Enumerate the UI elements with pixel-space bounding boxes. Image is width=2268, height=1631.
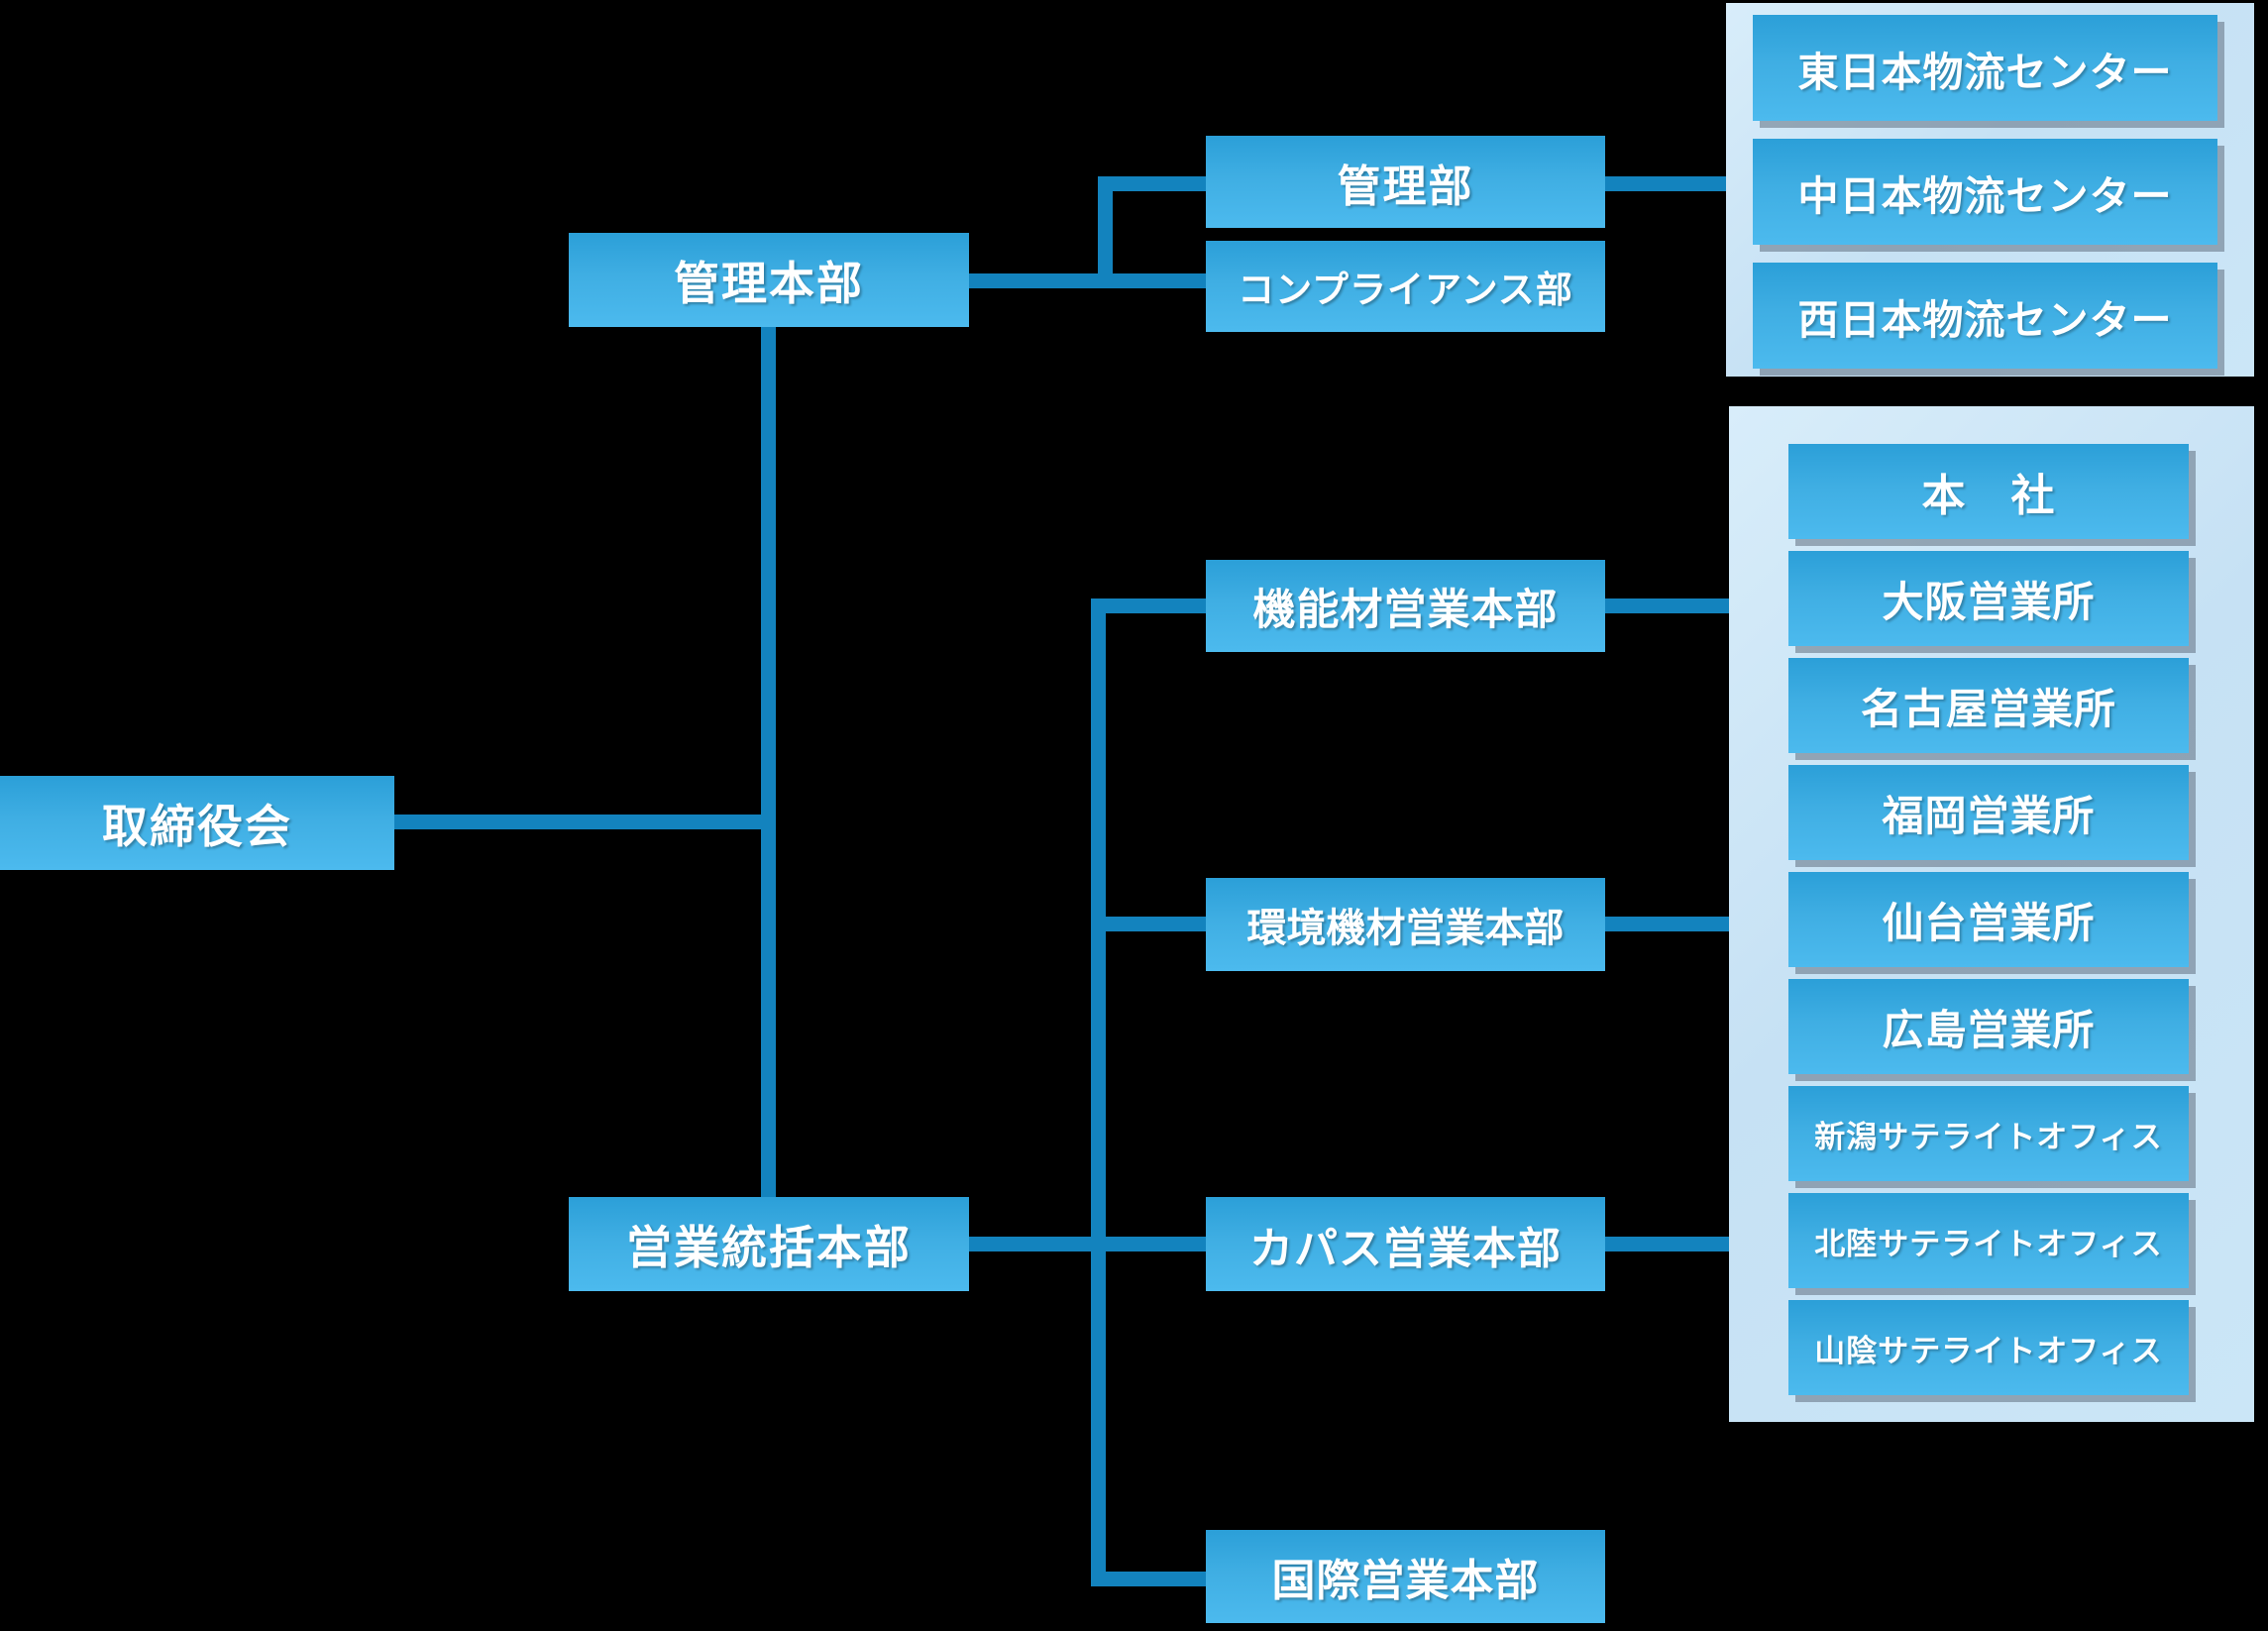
node-label: 国際営業本部 bbox=[1271, 1557, 1540, 1605]
connector-adminhq-to-compliance bbox=[969, 273, 1206, 288]
connector-trunk-admin-sales bbox=[761, 327, 776, 1197]
node-label: 環境機材営業本部 bbox=[1246, 907, 1565, 950]
office-label: 広島営業所 bbox=[1882, 1006, 2096, 1053]
office-item: 福岡営業所 bbox=[1788, 765, 2189, 860]
node-label: 管理部 bbox=[1337, 162, 1474, 211]
office-item: 本 社 bbox=[1788, 444, 2189, 539]
connector-saleshq-to-capas bbox=[969, 1237, 1206, 1251]
office-item: 山陰サテライトオフィス bbox=[1788, 1300, 2189, 1395]
connector-stub-admindept bbox=[1113, 176, 1206, 191]
office-label: 本 社 bbox=[1921, 472, 2056, 520]
connector-capas-to-offices-panel bbox=[1605, 1237, 1729, 1251]
offices-panel: 本 社 大阪営業所 名古屋営業所 福岡営業所 仙台営業所 広島営業所 新潟サテラ… bbox=[1729, 406, 2254, 1422]
connector-functional-to-offices-panel bbox=[1605, 598, 1729, 613]
logistics-center-item: 西日本物流センター bbox=[1753, 263, 2217, 369]
node-admin-headquarters: 管理本部 bbox=[569, 233, 969, 327]
connector-admin-branch-vertical bbox=[1098, 176, 1113, 288]
office-label: 名古屋営業所 bbox=[1860, 685, 2116, 732]
node-label: カパス営業本部 bbox=[1249, 1224, 1562, 1273]
logistics-center-item: 東日本物流センター bbox=[1753, 15, 2217, 121]
connector-board-to-trunk bbox=[394, 815, 769, 829]
office-item: 広島営業所 bbox=[1788, 979, 2189, 1074]
logistics-center-label: 東日本物流センター bbox=[1797, 49, 2173, 95]
office-label: 北陸サテライトオフィス bbox=[1814, 1226, 2163, 1261]
node-label: コンプライアンス部 bbox=[1238, 270, 1573, 310]
node-label: 取締役会 bbox=[102, 800, 292, 852]
node-board-of-directors: 取締役会 bbox=[0, 776, 394, 870]
node-label: 管理本部 bbox=[674, 257, 864, 309]
office-item: 仙台営業所 bbox=[1788, 872, 2189, 967]
office-label: 山陰サテライトオフィス bbox=[1814, 1333, 2163, 1368]
connector-environmental-to-offices-panel bbox=[1605, 917, 1729, 931]
office-item: 大阪営業所 bbox=[1788, 551, 2189, 646]
connector-admindept-to-logistics-panel bbox=[1605, 176, 1726, 191]
node-capas-sales-hq: カパス営業本部 bbox=[1206, 1197, 1605, 1291]
office-label: 仙台営業所 bbox=[1882, 899, 2096, 946]
office-item: 新潟サテライトオフィス bbox=[1788, 1086, 2189, 1181]
connector-stub-international bbox=[1106, 1572, 1206, 1586]
connector-sales-trunk-vertical bbox=[1091, 598, 1106, 1586]
logistics-centers-panel: 東日本物流センター 中日本物流センター 西日本物流センター bbox=[1726, 3, 2254, 377]
node-environmental-equipment-sales-hq: 環境機材営業本部 bbox=[1206, 878, 1605, 971]
node-functional-materials-sales-hq: 機能材営業本部 bbox=[1206, 560, 1605, 652]
office-item: 北陸サテライトオフィス bbox=[1788, 1193, 2189, 1288]
logistics-center-item: 中日本物流センター bbox=[1753, 139, 2217, 245]
office-label: 福岡営業所 bbox=[1882, 792, 2096, 839]
node-international-sales-hq: 国際営業本部 bbox=[1206, 1530, 1605, 1623]
node-label: 営業統括本部 bbox=[626, 1221, 912, 1273]
connector-stub-environmental bbox=[1106, 917, 1206, 931]
connector-stub-functional bbox=[1106, 598, 1206, 613]
node-compliance-department: コンプライアンス部 bbox=[1206, 241, 1605, 332]
node-label: 機能材営業本部 bbox=[1252, 586, 1559, 634]
office-label: 新潟サテライトオフィス bbox=[1814, 1119, 2163, 1154]
office-label: 大阪営業所 bbox=[1882, 578, 2096, 625]
logistics-center-label: 中日本物流センター bbox=[1797, 172, 2173, 219]
node-admin-department: 管理部 bbox=[1206, 136, 1605, 228]
logistics-center-label: 西日本物流センター bbox=[1797, 296, 2173, 343]
office-item: 名古屋営業所 bbox=[1788, 658, 2189, 753]
node-sales-supervision-headquarters: 営業統括本部 bbox=[569, 1197, 969, 1291]
